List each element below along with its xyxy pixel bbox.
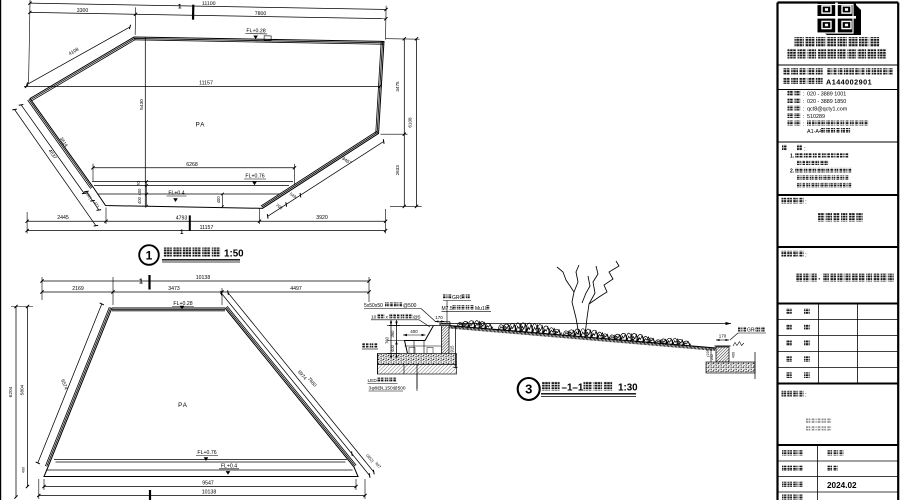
- svg-text:6574: 6574: [59, 379, 69, 391]
- svg-text:A144002901: A144002901: [826, 78, 872, 87]
- svg-text:10138: 10138: [196, 275, 211, 281]
- svg-text:7660: 7660: [306, 376, 318, 388]
- svg-text:GRC: GRC: [452, 295, 464, 301]
- svg-text:3300: 3300: [77, 8, 89, 14]
- svg-text::: :: [804, 146, 806, 153]
- svg-text::: :: [803, 92, 805, 98]
- svg-text:3475: 3475: [395, 81, 400, 92]
- svg-text:(352): (352): [84, 190, 94, 201]
- svg-text:FL+0.28: FL+0.28: [246, 28, 265, 34]
- svg-text:5430: 5430: [139, 99, 145, 110]
- svg-text:@500: @500: [403, 303, 417, 309]
- svg-text:x: x: [386, 315, 389, 320]
- svg-text:8@L150@500: 8@L150@500: [375, 386, 406, 392]
- svg-text:2.: 2.: [790, 169, 795, 175]
- svg-text:M7.5: M7.5: [442, 306, 453, 312]
- svg-text:3467: 3467: [340, 156, 352, 167]
- svg-text:FL+0.4: FL+0.4: [168, 191, 184, 197]
- svg-text:708: 708: [275, 202, 284, 210]
- svg-text:7800: 7800: [255, 11, 267, 17]
- svg-text:Mu10: Mu10: [475, 306, 488, 312]
- svg-text:2024.02: 2024.02: [827, 481, 857, 490]
- svg-text:400: 400: [22, 467, 26, 473]
- svg-text:5x50x50: 5x50x50: [364, 303, 383, 309]
- svg-text:PA: PA: [196, 122, 206, 129]
- svg-text:400: 400: [410, 329, 418, 334]
- svg-text:400: 400: [390, 344, 395, 352]
- svg-text:LED: LED: [368, 378, 378, 384]
- svg-text::: :: [803, 122, 805, 128]
- svg-text:4637: 4637: [47, 148, 58, 160]
- svg-text:(195: (195: [706, 349, 710, 357]
- svg-text:360: 360: [390, 330, 395, 338]
- svg-text:1: 1: [180, 229, 184, 236]
- svg-text:A1-A4: A1-A4: [807, 129, 822, 135]
- svg-text:497: 497: [374, 461, 383, 470]
- svg-text:φ: φ: [372, 387, 375, 392]
- svg-text:11157: 11157: [200, 225, 214, 231]
- svg-text:020 - 3889 1001: 020 - 3889 1001: [807, 92, 846, 98]
- svg-text:510289: 510289: [807, 114, 825, 120]
- svg-text:10: 10: [371, 314, 377, 320]
- svg-text:1.: 1.: [790, 154, 795, 160]
- svg-text:3: 3: [525, 382, 532, 397]
- svg-text:6108: 6108: [408, 117, 413, 128]
- svg-text:@5: @5: [413, 314, 421, 320]
- svg-text:10138: 10138: [202, 490, 217, 496]
- svg-text:6268: 6268: [186, 162, 198, 168]
- svg-text:FL+0.4: FL+0.4: [221, 463, 237, 469]
- svg-text:11157: 11157: [199, 80, 213, 86]
- svg-text:170: 170: [719, 334, 727, 339]
- svg-text:400: 400: [137, 196, 142, 204]
- svg-text:70: 70: [136, 181, 141, 186]
- svg-text:4793: 4793: [176, 215, 188, 221]
- svg-text:020 - 3889 1850: 020 - 3889 1850: [807, 99, 846, 105]
- svg-text:4497: 4497: [290, 286, 302, 292]
- svg-text:549: 549: [289, 191, 298, 199]
- svg-text::: :: [803, 114, 805, 120]
- svg-text:4108: 4108: [68, 47, 81, 58]
- svg-text:170: 170: [435, 315, 443, 320]
- svg-text:·: ·: [818, 274, 821, 284]
- svg-text:PA: PA: [178, 402, 188, 409]
- svg-text:3614: 3614: [58, 136, 69, 148]
- svg-text:9547: 9547: [202, 481, 214, 487]
- svg-text:1: 1: [178, 3, 182, 10]
- svg-text:3920: 3920: [316, 215, 328, 221]
- svg-text:2169: 2169: [72, 286, 84, 292]
- svg-text:252: 252: [710, 354, 714, 360]
- svg-text:400: 400: [732, 352, 736, 358]
- svg-text::: :: [803, 107, 805, 113]
- svg-text:FL+0.76: FL+0.76: [245, 174, 264, 180]
- svg-text:1:30: 1:30: [618, 383, 638, 394]
- svg-text:6204: 6204: [8, 386, 14, 397]
- svg-text:1: 1: [146, 248, 153, 262]
- svg-text:1: 1: [139, 279, 143, 286]
- svg-text:5804: 5804: [20, 384, 26, 395]
- svg-text::: :: [803, 99, 805, 105]
- svg-text:(352): (352): [365, 453, 375, 464]
- svg-text:11100: 11100: [202, 1, 216, 7]
- svg-text:2633: 2633: [395, 165, 400, 176]
- svg-text::: :: [805, 199, 807, 206]
- svg-text:400: 400: [137, 188, 142, 196]
- svg-text:qct8@qcty1.com: qct8@qcty1.com: [807, 107, 848, 113]
- svg-text:3473: 3473: [168, 286, 180, 292]
- svg-text:GRC: GRC: [747, 328, 759, 334]
- svg-text::: :: [805, 252, 807, 259]
- svg-text:FL+0.76: FL+0.76: [197, 450, 216, 456]
- svg-text::: :: [805, 392, 807, 399]
- svg-text:–1–1: –1–1: [562, 383, 584, 394]
- svg-text:915: 915: [449, 345, 454, 353]
- svg-text:2445: 2445: [57, 215, 69, 221]
- svg-text:3: 3: [369, 386, 372, 392]
- svg-text:6974: 6974: [296, 369, 308, 381]
- svg-text:760: 760: [385, 336, 390, 344]
- svg-text:400: 400: [216, 196, 221, 204]
- svg-text:1:50: 1:50: [224, 249, 244, 260]
- svg-text:FL+0.28: FL+0.28: [173, 301, 192, 307]
- svg-text:471: 471: [93, 201, 101, 210]
